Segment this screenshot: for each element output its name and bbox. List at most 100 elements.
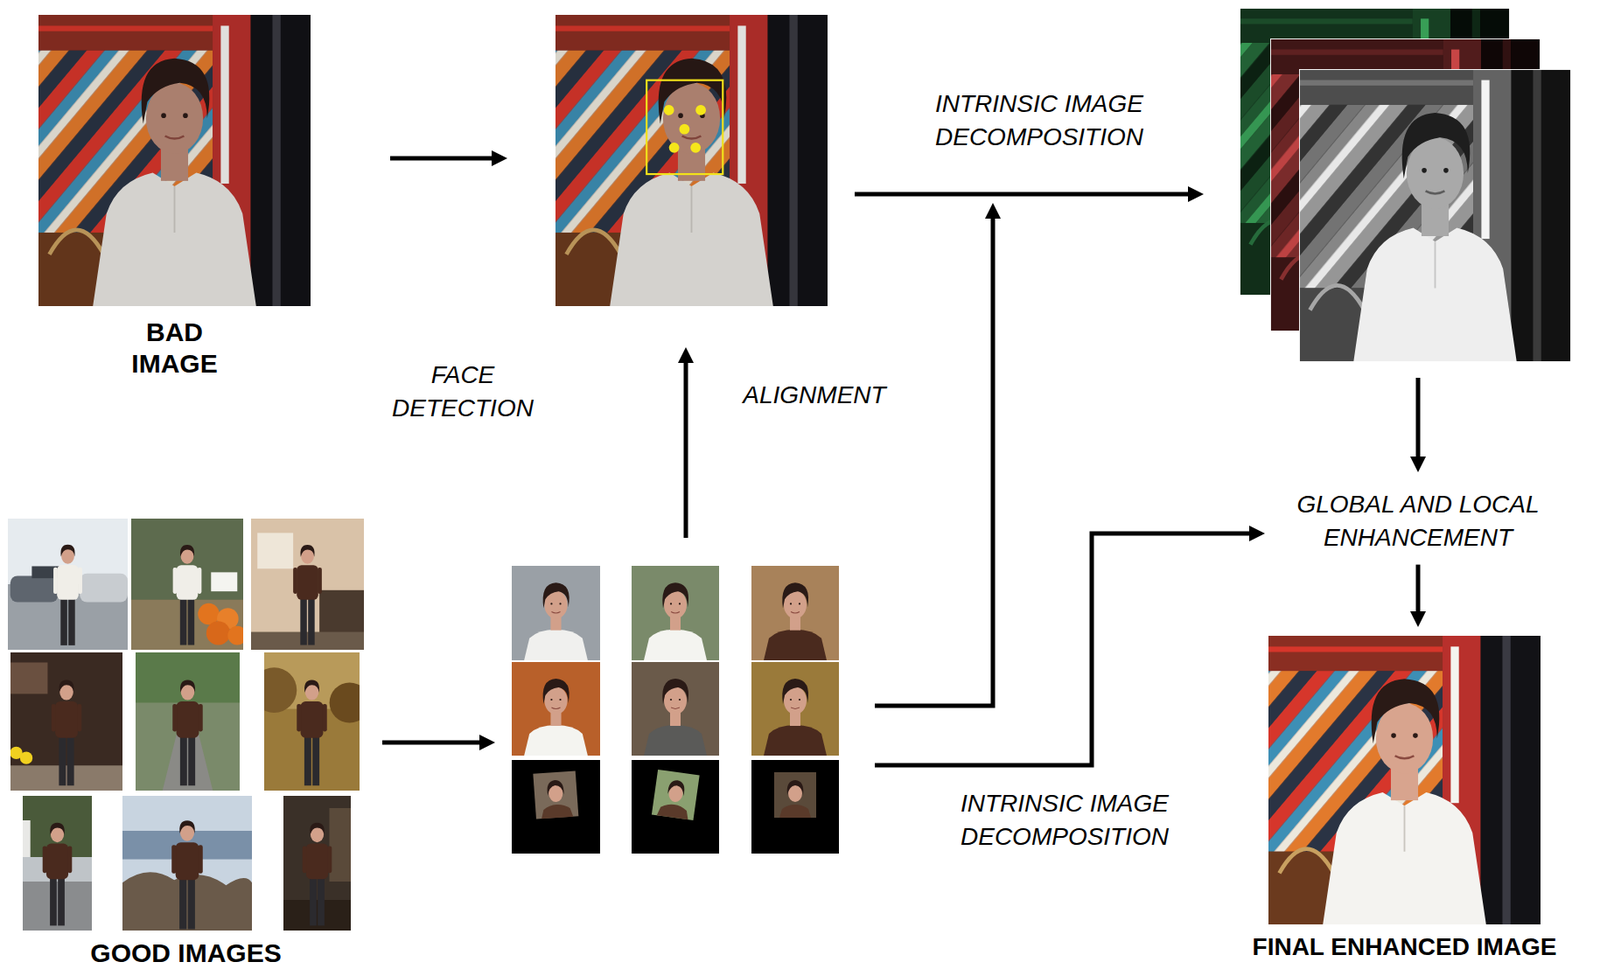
illustration-part: [296, 565, 319, 601]
illustration-part: [1268, 635, 1443, 671]
illustration-part: [180, 735, 188, 786]
illustration-part: [751, 760, 839, 854]
illustration-part: [643, 725, 707, 756]
illustration-part: [787, 780, 804, 796]
illustration-part: [555, 14, 828, 307]
illustration-part: [524, 725, 588, 756]
illustration-part: [1481, 635, 1541, 925]
illustration-part: [175, 842, 200, 881]
illustration-part: [555, 14, 828, 307]
connector-line: [390, 156, 492, 161]
illustration-part: [79, 573, 128, 603]
flow-arrow: [874, 202, 1001, 706]
illustration-part: [306, 844, 329, 881]
detected-photo: [555, 14, 828, 307]
illustration-part: [662, 678, 689, 705]
illustration-part: [1395, 755, 1415, 759]
illustration-part: [49, 876, 57, 926]
flow-arrow: [1410, 377, 1426, 473]
illustration-part: [695, 104, 706, 116]
arrowhead: [985, 202, 1001, 219]
illustration-part: [1412, 733, 1419, 739]
illustration-part: [309, 876, 317, 926]
good-photo: [131, 518, 244, 650]
aligned-face: [631, 760, 720, 854]
illustration-part: [60, 597, 68, 646]
illustration-part: [312, 735, 320, 786]
illustration-part: [751, 662, 839, 756]
illustration-part: [210, 572, 238, 592]
illustration-part: [763, 629, 827, 661]
illustration-part: [304, 680, 320, 693]
illustration-part: [300, 544, 315, 558]
bad-photo: [38, 14, 311, 307]
illustration-part: [511, 662, 601, 756]
illustration-part: [10, 765, 123, 791]
illustration-part: [798, 698, 801, 701]
illustration-part: [1450, 646, 1459, 804]
illustration-part: [257, 532, 294, 569]
illustration-part: [179, 820, 195, 834]
aligned-face: [511, 760, 601, 854]
photo-node: FINAL ENHANCED IMAGE: [1268, 635, 1541, 925]
illustration-part: [67, 845, 72, 874]
connector-line: [684, 363, 689, 538]
illustration-part: [789, 602, 792, 605]
illustration-part: [22, 820, 31, 858]
illustration-part: [1299, 69, 1474, 105]
photo-node: [555, 14, 828, 307]
illustration-part: [550, 602, 552, 605]
illustration-part: [283, 796, 351, 931]
illustration-part: [789, 698, 792, 701]
connector-line: [1416, 377, 1421, 457]
illustration-part: [656, 802, 691, 820]
illustration-part: [49, 823, 65, 836]
illustration-part: [670, 611, 680, 614]
aligned-face: [751, 565, 839, 661]
illustration-part: [511, 760, 601, 854]
illustration-part: [60, 544, 75, 558]
illustration-part: [662, 582, 689, 608]
illustration-part: [180, 680, 196, 693]
illustration-part: [180, 597, 188, 646]
illustration-part: [1532, 69, 1541, 363]
illustration-part: [551, 707, 560, 710]
good-photo: [251, 518, 364, 650]
illustration-part: [251, 518, 364, 650]
illustration-part: [1502, 635, 1510, 925]
image-caption: FINAL ENHANCED IMAGE: [1252, 932, 1558, 963]
illustration-part: [1353, 228, 1517, 363]
illustration-part: [317, 876, 325, 926]
illustration-part: [1309, 285, 1364, 310]
good-photo: [22, 796, 92, 931]
illustration-part: [1404, 805, 1406, 852]
illustration-part: [631, 662, 720, 756]
good-photo: [264, 652, 360, 791]
illustration-part: [188, 735, 196, 786]
image-caption: GOOD IMAGES: [90, 937, 281, 970]
illustration-part: [55, 701, 78, 739]
illustration-part: [179, 877, 187, 930]
illustration-part: [798, 602, 801, 605]
illustration-part: [322, 704, 328, 733]
edge-label: FACE DETECTION: [371, 358, 554, 426]
good-photo: [135, 652, 240, 791]
illustration-part: [67, 735, 75, 786]
illustration-part: [304, 735, 312, 786]
arrowhead: [491, 150, 508, 167]
illustration-part: [1402, 112, 1471, 179]
illustration-part: [670, 602, 672, 605]
illustration-part: [10, 575, 59, 602]
aligned-face: [751, 662, 839, 756]
illustration-part: [558, 602, 561, 605]
illustration-part: [68, 597, 76, 646]
illustration-part: [251, 632, 364, 650]
illustration-part: [1481, 80, 1489, 240]
illustration-part: [631, 565, 720, 661]
good-photo: [283, 796, 351, 931]
illustration-part: [558, 698, 561, 701]
illustration-part: [1421, 167, 1427, 174]
photo-node: GOOD IMAGES: [7, 516, 364, 931]
illustration-part: [1268, 635, 1541, 925]
